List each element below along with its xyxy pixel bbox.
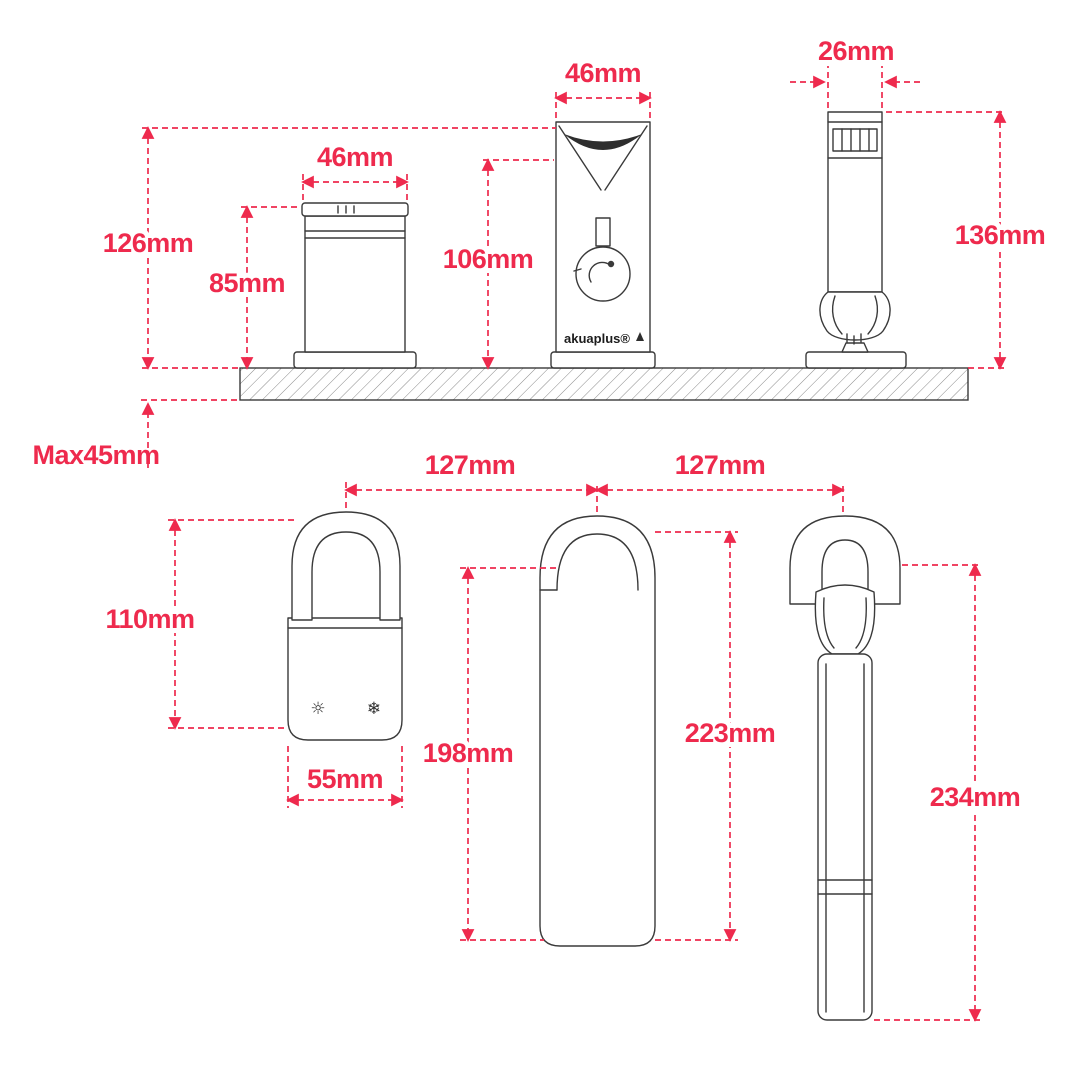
dim-label-handle-side-width: 55mm xyxy=(307,764,383,794)
dim-spout-width: 46mm xyxy=(554,58,652,118)
shower-spray-head-detail xyxy=(831,295,879,345)
handle-side-view: ☼ ❄ xyxy=(287,511,403,741)
dim-label-shower-width: 26mm xyxy=(818,36,894,66)
dim-handle-side-width: 55mm xyxy=(286,746,404,808)
shower-spray-head xyxy=(819,291,891,341)
shower-neck xyxy=(841,342,869,353)
dim-spacing: 127mm 127mm xyxy=(344,450,845,512)
dim-label-spout-width: 46mm xyxy=(565,58,641,88)
hand-shower-side-view xyxy=(789,515,901,1021)
dim-handle-height: 85mm xyxy=(204,205,300,370)
dim-label-spout-height: 106mm xyxy=(443,244,534,274)
spout-face-lines xyxy=(558,125,648,191)
handle-body xyxy=(304,215,406,353)
shower-side-head xyxy=(814,584,876,655)
dim-label-handle-width: 46mm xyxy=(317,142,393,172)
dim-label-handle-side-height: 110mm xyxy=(105,604,194,634)
shower-column xyxy=(827,111,883,293)
dim-label-deck-thickness: Max45mm xyxy=(32,440,159,470)
dim-spout-side-total-height: 223mm xyxy=(655,530,781,942)
handle-side-body xyxy=(287,617,403,741)
dim-spout-height: 106mm xyxy=(438,158,554,370)
dim-label-handle-height: 85mm xyxy=(209,268,285,298)
spout-side-outline xyxy=(539,515,656,947)
dim-label-spacing-left: 127mm xyxy=(425,450,516,480)
handle-cap xyxy=(301,202,409,217)
shower-side-handle xyxy=(817,653,873,1021)
spout-aerator-slot xyxy=(564,134,642,150)
dim-label-shower-side-height: 234mm xyxy=(930,782,1021,812)
spout-front-view: akuaplus® xyxy=(550,121,656,369)
dim-shower-width: 26mm xyxy=(790,36,920,108)
handle-base-plate xyxy=(293,351,417,369)
shower-side-holder-arch xyxy=(789,515,901,605)
handle-band-lines xyxy=(304,230,406,239)
dim-shower-side-height: 234mm xyxy=(874,563,1026,1022)
dim-handle-width: 46mm xyxy=(301,142,409,200)
dim-overall-height: 126mm xyxy=(98,126,556,370)
spout-base-plate xyxy=(550,351,656,369)
dim-handle-side-height: 110mm xyxy=(100,518,296,730)
shower-side-head-detail xyxy=(823,597,867,649)
brand-logo-text: akuaplus® xyxy=(564,331,630,346)
counter-deck xyxy=(239,367,969,401)
dim-spout-side-inner-height: 198mm xyxy=(418,566,558,942)
spout-side-view xyxy=(539,515,656,947)
handle-front-view xyxy=(293,202,417,369)
spout-handle-stem xyxy=(595,217,611,247)
hot-icon: ☼ xyxy=(310,699,325,719)
counter-deck-section xyxy=(239,367,969,401)
handle-side-lever-arch xyxy=(291,511,401,621)
cold-icon: ❄ xyxy=(367,699,381,719)
dim-label-shower-height: 136mm xyxy=(955,220,1046,250)
shower-base-plate xyxy=(805,351,907,369)
dim-label-spout-side-inner-height: 198mm xyxy=(423,738,514,768)
dim-shower-height: 136mm xyxy=(886,110,1051,370)
spout-dial-lever-icon xyxy=(573,260,615,283)
dim-label-overall-height: 126mm xyxy=(103,228,194,258)
spout-side-inner-arc xyxy=(556,533,639,591)
handle-cap-grip-lines xyxy=(337,205,355,214)
shower-slot-grid xyxy=(832,128,878,152)
shower-side-handle-detail xyxy=(817,663,873,1013)
logo-mark-icon xyxy=(636,332,644,341)
dim-label-spacing-right: 127mm xyxy=(675,450,766,480)
spout-dial xyxy=(575,246,631,302)
dim-deck-thickness: Max45mm xyxy=(32,399,240,470)
dim-label-spout-side-total-height: 223mm xyxy=(685,718,776,748)
hand-shower-front-view xyxy=(805,111,907,369)
